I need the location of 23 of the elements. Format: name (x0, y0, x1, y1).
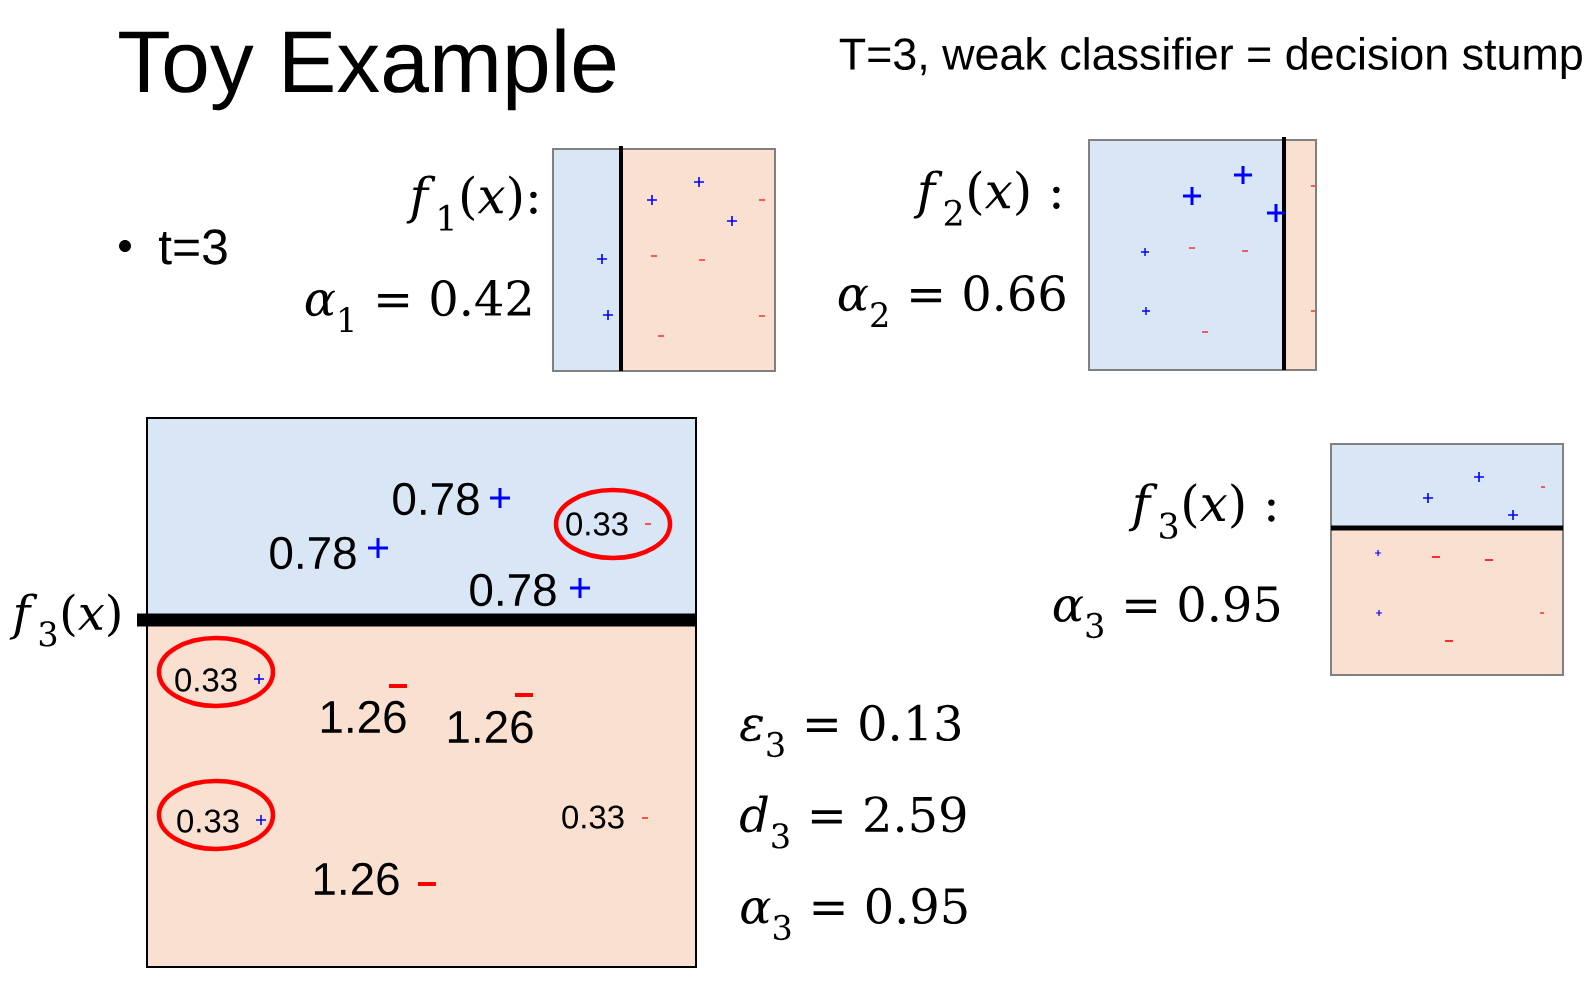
weight-label: 0.33 (175, 668, 237, 692)
weight-label: 1.26 (321, 700, 406, 734)
weight-label: 1.26 (314, 862, 399, 896)
weight-label: 0.33 (177, 809, 239, 833)
formula-label: α$_{3}$ = 0.95 (1053, 585, 1280, 639)
weight-label: 0.78 (470, 573, 556, 607)
formula-label: ε$_{3}$ = 0.13 (740, 704, 960, 758)
weight-label: 0.78 (270, 536, 356, 570)
bullet-text: t=3 (158, 229, 227, 265)
weight-label: 0.33 (562, 805, 624, 829)
formula-label: α$_{1}$ = 0.42 (305, 280, 531, 332)
weight-label: 1.26 (448, 710, 533, 744)
formula-label: f$_{3}$(x) (9, 593, 120, 647)
weight-label: 0.33 (566, 512, 628, 536)
formula-label: α$_{2}$ = 0.66 (838, 275, 1065, 327)
formula-label: f$_{3}$(x) : (1128, 483, 1275, 539)
weight-label: 0.78 (393, 482, 479, 516)
formula-label: f$_{2}$(x) : (913, 170, 1060, 226)
title: Toy Example (119, 28, 616, 111)
formula-label: d$_{3}$ = 2.59 (740, 795, 966, 849)
formula-label: f$_{1}$(x): (406, 175, 537, 231)
heading-text: T=3, weak classifier = decision stump (839, 37, 1582, 79)
formula-label: α$_{3}$ = 0.95 (741, 887, 967, 941)
